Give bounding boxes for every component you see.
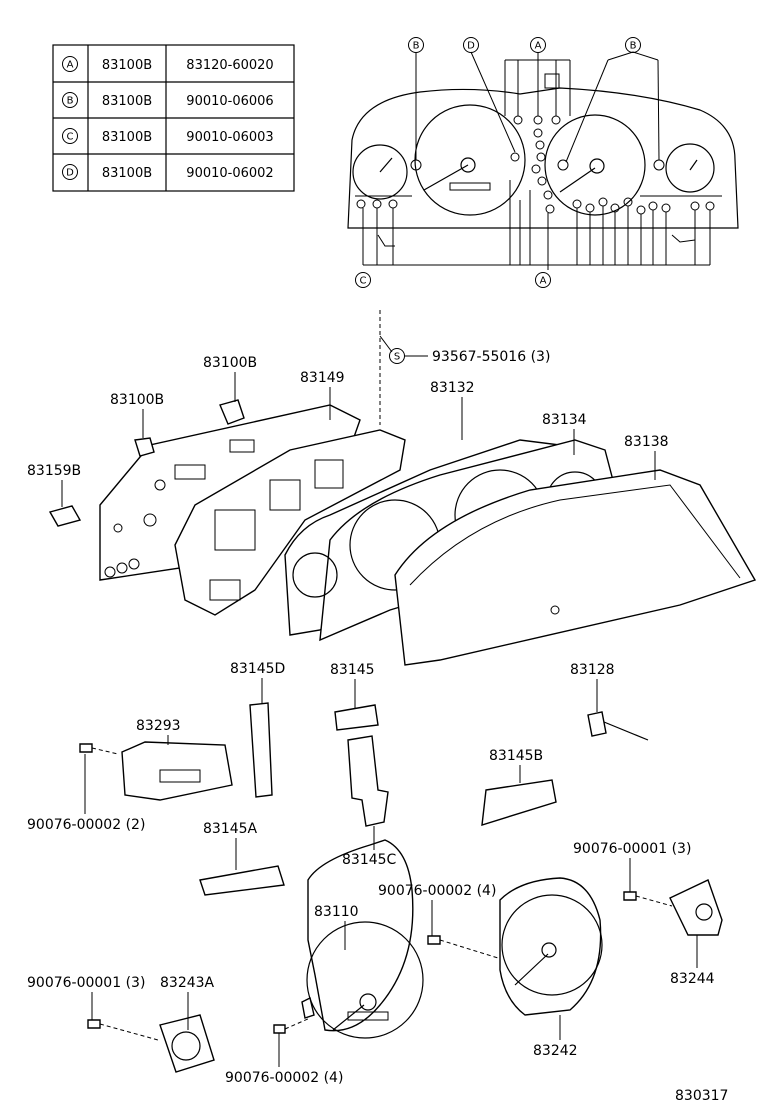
marker-b-right: B: [630, 41, 637, 52]
label-83145c: 83145C: [342, 852, 397, 868]
part-labels: 83100B 83100B 83149 83132 83134 83138 83…: [27, 355, 728, 1104]
label-83145b: 83145B: [489, 748, 543, 764]
legend-part-c: 83100B: [102, 130, 152, 145]
label-83149: 83149: [300, 370, 345, 386]
marker-a-top: A: [535, 41, 542, 52]
marker-a-bottom: A: [540, 276, 547, 287]
legend-number-d: 90010-06002: [186, 166, 273, 181]
legend-part-a: 83100B: [102, 58, 152, 73]
label-90076-00002-4-bottom: 90076-00002 (4): [225, 1070, 343, 1086]
label-83138: 83138: [624, 434, 669, 450]
label-83242: 83242: [533, 1043, 578, 1059]
legend-table: A 83100B 83120-60020 B 83100B 90010-0600…: [52, 44, 295, 192]
cluster-assembly: [48, 399, 757, 666]
legend-key-a: A: [67, 60, 74, 71]
marker-d: D: [467, 41, 475, 52]
label-90076-00001-3-right: 90076-00001 (3): [573, 841, 691, 857]
label-83159b: 83159B: [27, 463, 81, 479]
label-83145d: 83145D: [230, 661, 285, 677]
bulb-layout-view: B D A B C A: [347, 37, 739, 288]
label-83132: 83132: [430, 380, 475, 396]
label-90076-00002-4-top: 90076-00002 (4): [378, 883, 496, 899]
legend-number-a: 83120-60020: [186, 58, 273, 73]
label-83244: 83244: [670, 971, 715, 987]
screw-callout: S 93567-55016 (3): [379, 310, 550, 425]
label-83145a: 83145A: [203, 821, 258, 837]
diagram-code: 830317: [675, 1088, 728, 1104]
label-83145: 83145: [330, 662, 375, 678]
legend-key-b: B: [67, 96, 74, 107]
marker-c-bottom: C: [360, 276, 367, 287]
label-83110: 83110: [314, 904, 359, 920]
label-83243a: 83243A: [160, 975, 215, 991]
loose-parts: [79, 702, 723, 1073]
label-83134: 83134: [542, 412, 587, 428]
marker-b-left: B: [413, 41, 420, 52]
label-83293: 83293: [136, 718, 181, 734]
legend-key-d: D: [66, 168, 74, 179]
label-90076-00001-3-left: 90076-00001 (3): [27, 975, 145, 991]
screw-symbol: S: [394, 352, 400, 363]
label-83100b-left: 83100B: [110, 392, 164, 408]
label-90076-00002-2: 90076-00002 (2): [27, 817, 145, 833]
screw-label: 93567-55016 (3): [432, 349, 550, 365]
legend-number-b: 90010-06006: [186, 94, 273, 109]
label-83128: 83128: [570, 662, 615, 678]
legend-number-c: 90010-06003: [186, 130, 273, 145]
legend-part-b: 83100B: [102, 94, 152, 109]
label-83100b-upper: 83100B: [203, 355, 257, 371]
legend-part-d: 83100B: [102, 166, 152, 181]
legend-key-c: C: [67, 132, 74, 143]
